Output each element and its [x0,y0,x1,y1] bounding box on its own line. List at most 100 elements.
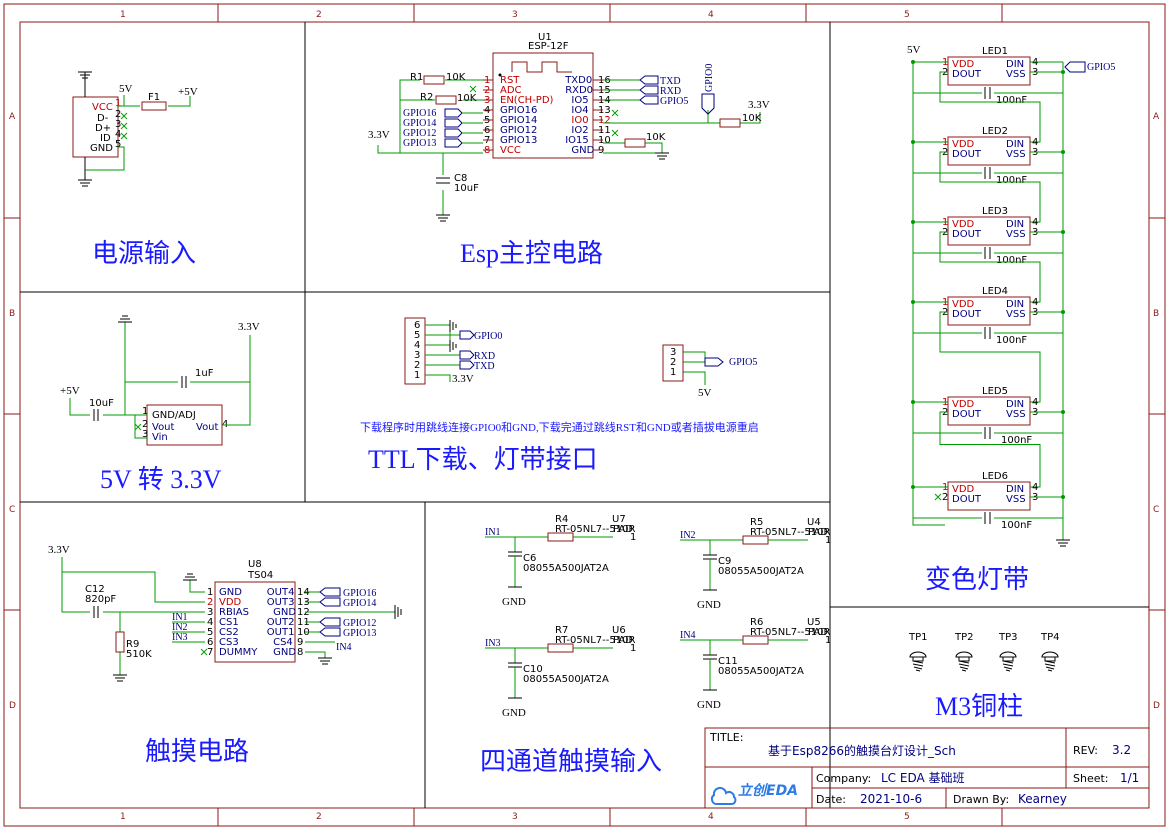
led-pin-dout: DOUT [952,69,982,80]
esp12f-module [492,52,594,159]
grid-col-top: 3 [512,10,518,20]
esp-main-block: U1 ESP-12F RST1ADC2EN(CH-PD)3GPIO164GPIO… [368,32,770,268]
svg-text:4: 4 [1032,137,1038,148]
header6-pin-num: 5 [414,330,420,341]
led-cap-value: 100nF [996,335,1027,346]
ts04-left-pin-num: 7 [207,647,213,658]
standoff-4: TP4 [1040,632,1060,672]
esp-part: ESP-12F [528,41,569,52]
esp-right-pin: IO4 [571,105,588,116]
led-pin-vss: VSS [1006,409,1026,420]
led-pin-vss: VSS [1006,149,1026,160]
standoff-1: TP1 [908,632,928,672]
esp-net-right: RXD [660,86,681,97]
grid-col-bottom: 4 [708,812,714,822]
ts-in2: IN2 [172,622,188,633]
channel-gnd: GND [697,599,721,611]
ldo-cout-value: 1uF [195,368,214,379]
touch-vcc-label: 3.3V [48,544,70,556]
ldo-pin-num-3: 3 [142,429,148,440]
channel-r-ref: R5 [750,517,763,528]
r9-ref: R9 [126,639,139,650]
power-5v-label: 5V [119,83,133,95]
svg-text:4: 4 [1032,397,1038,408]
section-title-ldo: 5V 转 3.3V [100,465,222,494]
led-cap-value: 100nF [1001,520,1032,531]
ts04-right-pin-num: 14 [297,587,310,598]
svg-text:1: 1 [825,635,831,646]
channel-in: IN2 [680,530,696,541]
esp-left-pin: VCC [500,145,521,156]
ttl-pwr-5v: 5V [698,387,712,399]
usb-pin-dminus: D- [97,113,109,124]
usb-pin-vcc: VCC [92,102,113,113]
header6-pin-num: 4 [414,340,420,351]
power-input-block: VCC D- D+ ID GND 1 2 3 4 5 F1 5V +5V 电源输… [72,71,198,268]
grid-row-left: C [9,505,15,515]
led-ref: LED6 [982,471,1008,482]
ts04-left-pin: DUMMY [219,647,258,658]
led-pin-dout: DOUT [952,229,982,240]
ttl-net-gpio0: GPIO0 [474,331,502,342]
grid-col-bottom: 3 [512,812,518,822]
ts04-left-pin: CS1 [219,617,239,628]
channel-r-value: RT-05NL7--510R [555,524,635,535]
tp-ref: TP2 [954,632,974,643]
ts04-right-pin: OUT3 [267,597,295,608]
channel-u-ref: U6 [612,625,626,636]
svg-text:1: 1 [630,532,636,543]
four-channel-block: IN1R4RT-05NL7--510RU7PAD1C608055A500JAT2… [485,514,831,719]
power-plus5v-label: +5V [178,86,198,98]
channel-c-ref: C6 [523,553,536,564]
touch-channel-2: IN2R5RT-05NL7--510RU4PAD1C908055A500JAT2… [680,517,831,611]
c8-ref: C8 [454,173,467,184]
ldo-block: GND/ADJ Vout Vin Vout 1 2 3 4 1uF 10uF +… [60,315,260,494]
channel-c-value: 08055A500JAT2A [523,674,609,685]
channel-pad: PAD [613,635,633,646]
channel-gnd: GND [697,699,721,711]
ttl-net-rxd: RXD [474,351,495,362]
esp-right-pin: IO0 [571,115,588,126]
led-pin-din: DIN [1006,59,1024,70]
grid-col-bottom: 2 [316,812,322,822]
channel-u-ref: U7 [612,514,626,525]
section-title-esp: Esp主控电路 [460,239,603,268]
section-title-strip: 变色灯带 [925,565,1029,594]
led-cap-value: 100nF [996,95,1027,106]
led-pin-din: DIN [1006,399,1024,410]
grid-col-bottom: 1 [120,812,126,822]
channel-in: IN1 [485,527,501,538]
led-pin-vdd: VDD [952,299,975,310]
led-pin-dout: DOUT [952,309,982,320]
led-pin-vss: VSS [1006,69,1026,80]
resistor-r1 [423,75,445,85]
esp-net-right: GPIO5 [660,96,688,107]
esp-left-pin: GPIO12 [500,125,537,136]
ts04-ref: U8 [248,559,262,570]
led-pin-din: DIN [1006,139,1024,150]
tb-date: 2021-10-6 [860,792,922,806]
ts04-right-pin-num: 12 [297,607,310,618]
fuse-ref: F1 [148,92,160,103]
channel-r-value: RT-05NL7--510R [750,527,830,538]
c8-value: 10uF [454,183,479,194]
led-pin-dout: DOUT [952,149,982,160]
led-cap-value: 100nF [996,175,1027,186]
led-ref: LED5 [982,386,1008,397]
c12-value: 820pF [85,594,116,605]
led-pin-din: DIN [1006,299,1024,310]
led-vcc-label: 5V [907,44,921,56]
ts04-left-pin-num: 4 [207,617,213,628]
standoff-3: TP3 [998,632,1018,672]
esp-left-pin: GPIO13 [500,135,537,146]
touch-channel-3: IN3R7RT-05NL7--510RU6PAD1C1008055A500JAT… [485,625,636,719]
touch-channel-4: IN4R6RT-05NL7--510RU5PAD1C1108055A500JAT… [680,617,831,711]
channel-u-ref: U4 [807,517,821,528]
ts04-left-pin-num: 1 [207,587,213,598]
usb-pin-id: ID [100,133,111,144]
